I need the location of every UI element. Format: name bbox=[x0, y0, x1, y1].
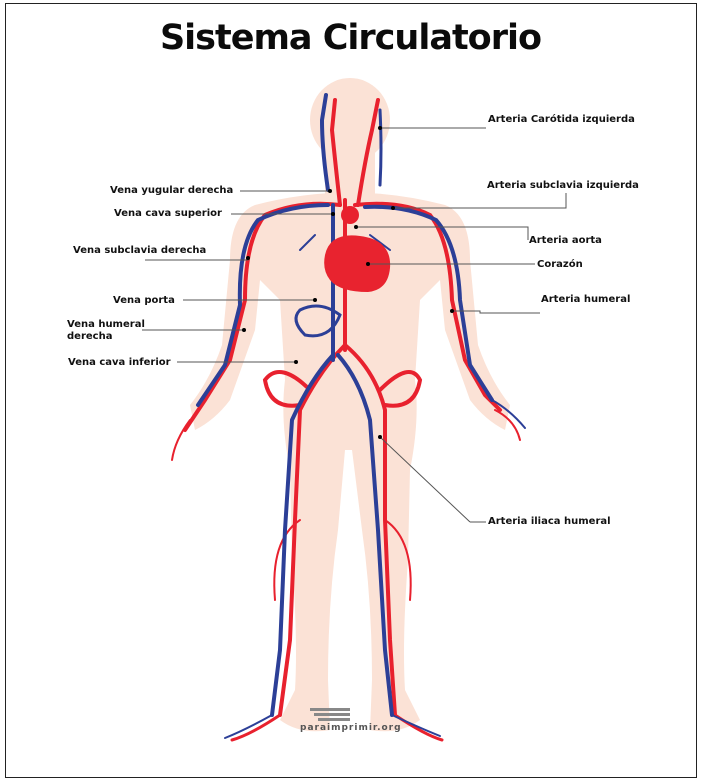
label-vena-cava-inferior: Vena cava inferior bbox=[68, 357, 171, 369]
label-arteria-aorta: Arteria aorta bbox=[529, 235, 602, 247]
label-vena-yugular: Vena yugular derecha bbox=[110, 185, 233, 197]
body-silhouette bbox=[190, 78, 510, 731]
label-vena-subclavia-der: Vena subclavia derecha bbox=[73, 245, 206, 257]
label-corazon: Corazón bbox=[537, 259, 583, 271]
label-vena-cava-superior: Vena cava superior bbox=[114, 208, 222, 220]
label-arteria-subclavia-izq: Arteria subclavia izquierda bbox=[487, 180, 639, 192]
label-arteria-humeral: Arteria humeral bbox=[541, 294, 630, 306]
aortic-arch bbox=[341, 206, 359, 224]
label-arteria-iliaca: Arteria iliaca humeral bbox=[488, 516, 611, 528]
label-vena-humeral-derecha: Vena humeral derecha bbox=[67, 319, 145, 343]
watermark-text: paraimprimir.org bbox=[300, 723, 402, 733]
label-vena-porta: Vena porta bbox=[113, 295, 175, 307]
label-arteria-carotida: Arteria Carótida izquierda bbox=[488, 114, 635, 126]
